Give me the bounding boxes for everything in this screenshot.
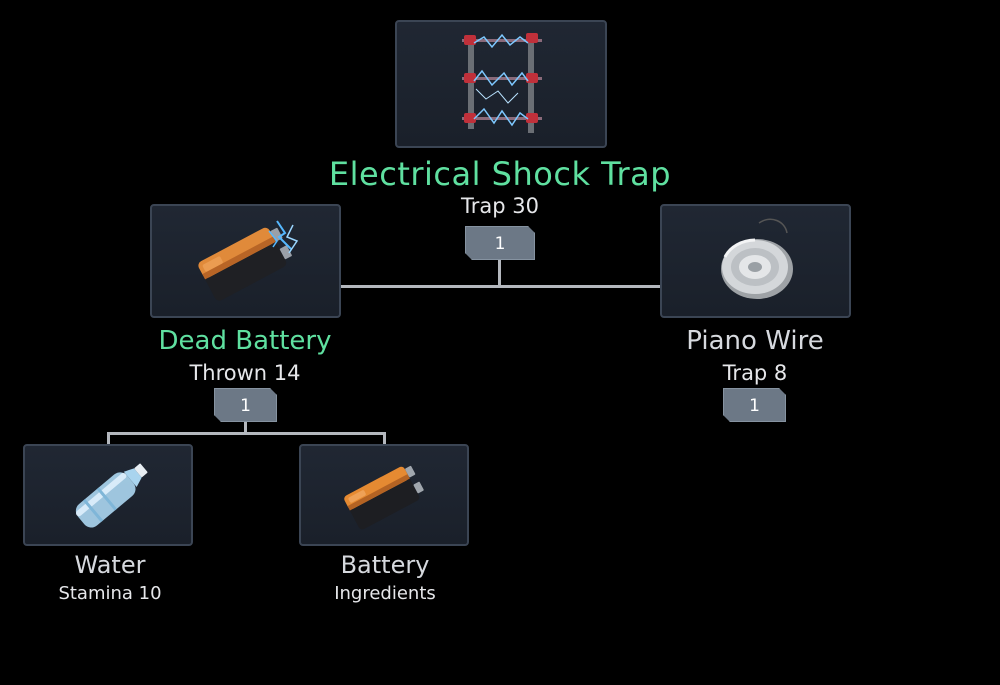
- item-card-piano-wire[interactable]: [660, 204, 851, 318]
- item-card-battery[interactable]: [299, 444, 469, 546]
- connector-battery-drop: [383, 432, 386, 446]
- item-card-dead-battery[interactable]: [150, 204, 341, 318]
- item-subtitle-water: Stamina 10: [58, 583, 162, 604]
- dead-battery-icon: [197, 220, 298, 301]
- item-subtitle-electrical-shock-trap: Trap 30: [461, 194, 539, 218]
- item-card-water[interactable]: [23, 444, 193, 546]
- count-badge-dead-battery: 1: [214, 388, 277, 422]
- item-name-water: Water: [74, 551, 146, 579]
- connector-root-horizontal: [340, 285, 662, 288]
- item-name-battery: Battery: [340, 551, 430, 579]
- item-card-electrical-shock-trap[interactable]: [395, 20, 607, 148]
- connector-water-drop: [107, 432, 110, 446]
- item-subtitle-battery: Ingredients: [334, 583, 436, 604]
- item-subtitle-piano-wire: Trap 8: [722, 361, 788, 385]
- connector-battery-horizontal: [107, 432, 386, 435]
- item-subtitle-dead-battery: Thrown 14: [189, 361, 301, 385]
- battery-icon: [344, 465, 424, 530]
- count-badge-electrical-shock-trap: 1: [465, 226, 535, 260]
- count-badge-piano-wire: 1: [723, 388, 786, 422]
- item-name-electrical-shock-trap: Electrical Shock Trap: [328, 155, 672, 193]
- connector-battery-stem: [244, 416, 247, 434]
- shock-trap-icon: [462, 33, 542, 133]
- water-bottle-icon: [75, 463, 148, 528]
- connector-root-stem: [498, 260, 501, 287]
- item-name-dead-battery: Dead Battery: [158, 326, 332, 356]
- item-name-piano-wire: Piano Wire: [686, 326, 824, 356]
- piano-wire-icon: [720, 218, 793, 299]
